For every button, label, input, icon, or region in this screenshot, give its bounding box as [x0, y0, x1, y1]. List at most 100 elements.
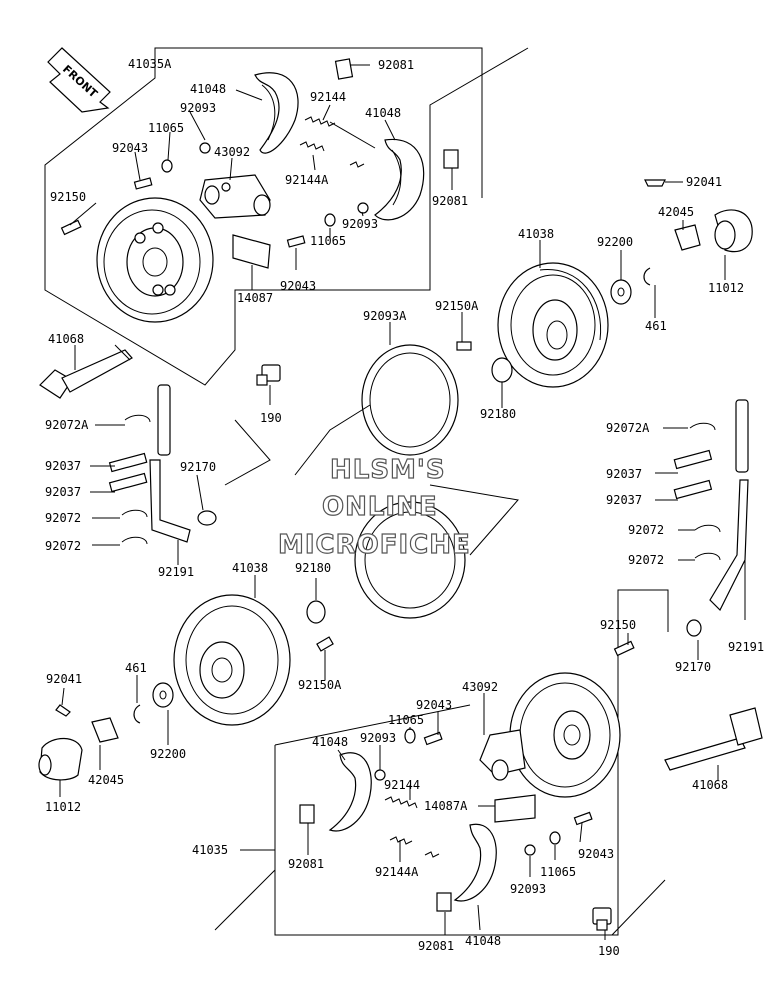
springs-upper: [299, 116, 376, 168]
label-92150: 92150: [600, 618, 636, 632]
label-92037: 92037: [45, 459, 81, 473]
label-92072A: 92072A: [606, 421, 650, 435]
label-92191: 92191: [158, 565, 194, 579]
label-11065: 11065: [388, 713, 424, 727]
label-92043: 92043: [416, 698, 452, 712]
label-190: 190: [598, 944, 620, 958]
label-92150A: 92150A: [298, 678, 342, 692]
brake-shoe-lower-2: [453, 823, 497, 902]
label-92150A: 92150A: [435, 299, 479, 313]
label-41038: 41038: [232, 561, 268, 575]
label-42045: 42045: [88, 773, 124, 787]
label-41038: 41038: [518, 227, 554, 241]
label-11012: 11012: [708, 281, 744, 295]
label-92037: 92037: [606, 467, 642, 481]
label-92072: 92072: [45, 539, 81, 553]
brake-backing-plate-lower: [509, 672, 621, 798]
brake-drum-upper: [497, 262, 609, 388]
label-42045: 42045: [658, 205, 694, 219]
label-11065: 11065: [148, 121, 184, 135]
wheel-cylinder-upper: [199, 174, 271, 219]
label-41068: 41068: [692, 778, 728, 792]
brake-drum-lower: [173, 594, 291, 726]
label-92144: 92144: [384, 778, 420, 792]
assembly-pointer-lines: [224, 404, 519, 556]
label-92093: 92093: [510, 882, 546, 896]
label-92200: 92200: [150, 747, 186, 761]
watermark-line-2: ONLINE: [322, 492, 438, 522]
label-92093A: 92093A: [363, 309, 407, 323]
label-11065: 11065: [310, 234, 346, 248]
brake-shoe-upper-1: [254, 72, 299, 154]
label-461: 461: [125, 661, 147, 675]
brake-hose-left: [108, 384, 217, 545]
label-11065: 11065: [540, 865, 576, 879]
label-41068: 41068: [48, 332, 84, 346]
brake-shoe-lower-1: [328, 752, 372, 832]
label-92043: 92043: [112, 141, 148, 155]
label-14087: 14087: [237, 291, 273, 305]
lower-assembly-frame: [214, 589, 669, 936]
label-190: 190: [260, 411, 282, 425]
label-43092: 43092: [462, 680, 498, 694]
axle-shaft-upper: [39, 344, 133, 399]
label-92170: 92170: [180, 460, 216, 474]
leader-lines: [59, 64, 746, 940]
front-direction-indicator: FRONT: [47, 47, 111, 113]
part-number-labels: 41035A 41048 92093 11065 92043 43092 921…: [45, 57, 764, 958]
brake-lining-ring-upper: [361, 344, 459, 456]
label-92072: 92072: [45, 511, 81, 525]
label-92081: 92081: [288, 857, 324, 871]
label-92144: 92144: [310, 90, 346, 104]
wheel-cylinder-lower: [479, 729, 526, 781]
brake-shoe-upper-2: [374, 138, 425, 221]
label-92072: 92072: [628, 553, 664, 567]
label-92043: 92043: [280, 279, 316, 293]
label-92180: 92180: [480, 407, 516, 421]
hub-parts-upper: [456, 179, 753, 383]
bolt-190-upper: [256, 364, 281, 386]
bolt-190-lower: [592, 907, 612, 931]
label-41048: 41048: [190, 82, 226, 96]
label-92072A: 92072A: [45, 418, 89, 432]
label-92041: 92041: [686, 175, 722, 189]
label-92072: 92072: [628, 523, 664, 537]
label-461: 461: [645, 319, 667, 333]
label-14087A: 14087A: [424, 799, 468, 813]
upper-assembly-frame: [44, 47, 529, 386]
label-92093: 92093: [180, 101, 216, 115]
label-92150: 92150: [50, 190, 86, 204]
label-92043: 92043: [578, 847, 614, 861]
label-92081: 92081: [418, 939, 454, 953]
label-92081: 92081: [378, 58, 414, 72]
label-92037: 92037: [45, 485, 81, 499]
label-92093: 92093: [342, 217, 378, 231]
label-92144A: 92144A: [285, 173, 329, 187]
label-92081: 92081: [432, 194, 468, 208]
watermark-line-3: MICROFICHE: [278, 530, 471, 560]
watermark: HLSM'S ONLINE MICROFICHE: [277, 454, 471, 560]
label-41048: 41048: [365, 106, 401, 120]
label-92180: 92180: [295, 561, 331, 575]
brake-lining-ring-lower: [354, 501, 466, 619]
hub-parts-lower: [38, 600, 334, 781]
label-92037: 92037: [606, 493, 642, 507]
label-41035: 41035: [192, 843, 228, 857]
brake-hose-right: [673, 399, 749, 637]
label-92041: 92041: [46, 672, 82, 686]
label-92191: 92191: [728, 640, 764, 654]
axle-shaft-lower: [664, 707, 763, 771]
label-92170: 92170: [675, 660, 711, 674]
label-92093: 92093: [360, 731, 396, 745]
label-11012: 11012: [45, 800, 81, 814]
label-41048: 41048: [465, 934, 501, 948]
label-43092: 43092: [214, 145, 250, 159]
small-hardware-lower: [299, 640, 635, 912]
watermark-line-1: HLSM'S: [330, 455, 446, 485]
label-41048: 41048: [312, 735, 348, 749]
small-hardware-upper: [60, 58, 459, 269]
label-92200: 92200: [597, 235, 633, 249]
label-41035A: 41035A: [128, 57, 172, 71]
brake-backing-plate-upper: [96, 197, 214, 323]
